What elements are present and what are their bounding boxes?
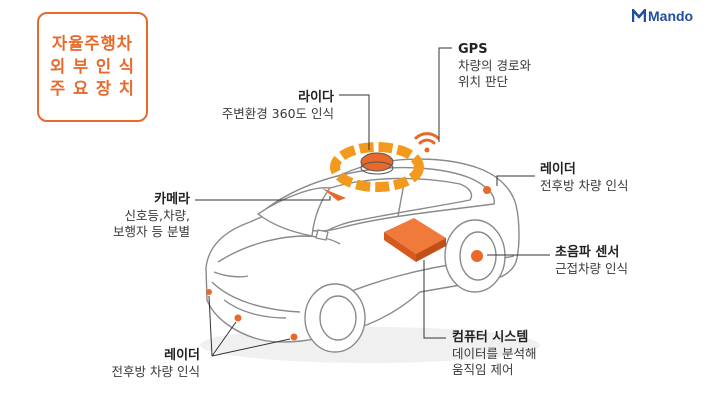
computer-label: 컴퓨터 시스템 데이터를 분석해 움직임 제어 bbox=[452, 330, 536, 379]
rear-radar-dot bbox=[483, 186, 491, 194]
gps-title: GPS bbox=[458, 42, 488, 57]
ultrasonic-title: 초음파 센서 bbox=[555, 245, 620, 260]
front-radar-dot-1 bbox=[206, 289, 212, 295]
front-radar-dot-2 bbox=[234, 314, 242, 322]
rear-radar-label: 레이더 전후방 차량 인식 bbox=[540, 162, 628, 194]
ultrasonic-desc: 근접차량 인식 bbox=[555, 260, 628, 276]
lidar-sensor bbox=[330, 142, 424, 192]
rear-radar-desc: 전후방 차량 인식 bbox=[540, 177, 629, 193]
front-radar-dot-3 bbox=[290, 333, 298, 341]
front-radar-title: 레이더 bbox=[164, 348, 200, 363]
computer-desc-line-1: 데이터를 분석해 bbox=[452, 345, 537, 361]
camera-title: 카메라 bbox=[154, 192, 190, 207]
camera-sensor bbox=[322, 188, 346, 201]
computer-box bbox=[384, 218, 446, 262]
title-line-2: 외 부 인 식 bbox=[50, 56, 135, 76]
computer-title: 컴퓨터 시스템 bbox=[452, 330, 529, 345]
lidar-title: 라이다 bbox=[298, 90, 334, 105]
title-line-3: 주 요 장 치 bbox=[50, 79, 135, 99]
brand-name: Mando bbox=[648, 8, 694, 24]
gps-desc-line-1: 차량의 경로와 bbox=[458, 57, 531, 73]
computer-desc-line-2: 움직임 제어 bbox=[452, 362, 514, 378]
camera-label: 카메라 신호등,차량, 보행자 등 분별 bbox=[60, 192, 190, 241]
front-radar-desc: 전후방 차량 인식 bbox=[111, 363, 200, 379]
camera-desc-line-2: 보행자 등 분별 bbox=[113, 224, 190, 240]
gps-desc-line-2: 위치 판단 bbox=[458, 74, 508, 90]
rear-radar-title: 레이더 bbox=[540, 162, 576, 177]
lidar-desc: 주변환경 360도 인식 bbox=[221, 105, 334, 121]
lidar-label: 라이다 주변환경 360도 인식 bbox=[210, 90, 334, 122]
gps-signal-icon bbox=[414, 132, 440, 153]
camera-desc-line-1: 신호등,차량, bbox=[124, 207, 190, 223]
title-line-1: 자율주행차 bbox=[52, 34, 133, 54]
ultrasonic-label: 초음파 센서 근접차량 인식 bbox=[555, 245, 628, 277]
brand-logo: Mando bbox=[632, 8, 693, 24]
mando-logo-icon bbox=[632, 9, 646, 22]
title-box: 자율주행차 외 부 인 식 주 요 장 치 bbox=[37, 12, 148, 122]
ultrasonic-dot bbox=[471, 250, 483, 262]
leader-lines bbox=[195, 47, 550, 357]
car-illustration bbox=[200, 158, 540, 363]
gps-label: GPS 차량의 경로와 위치 판단 bbox=[458, 42, 531, 91]
front-radar-label: 레이더 전후방 차량 인식 bbox=[80, 348, 200, 380]
